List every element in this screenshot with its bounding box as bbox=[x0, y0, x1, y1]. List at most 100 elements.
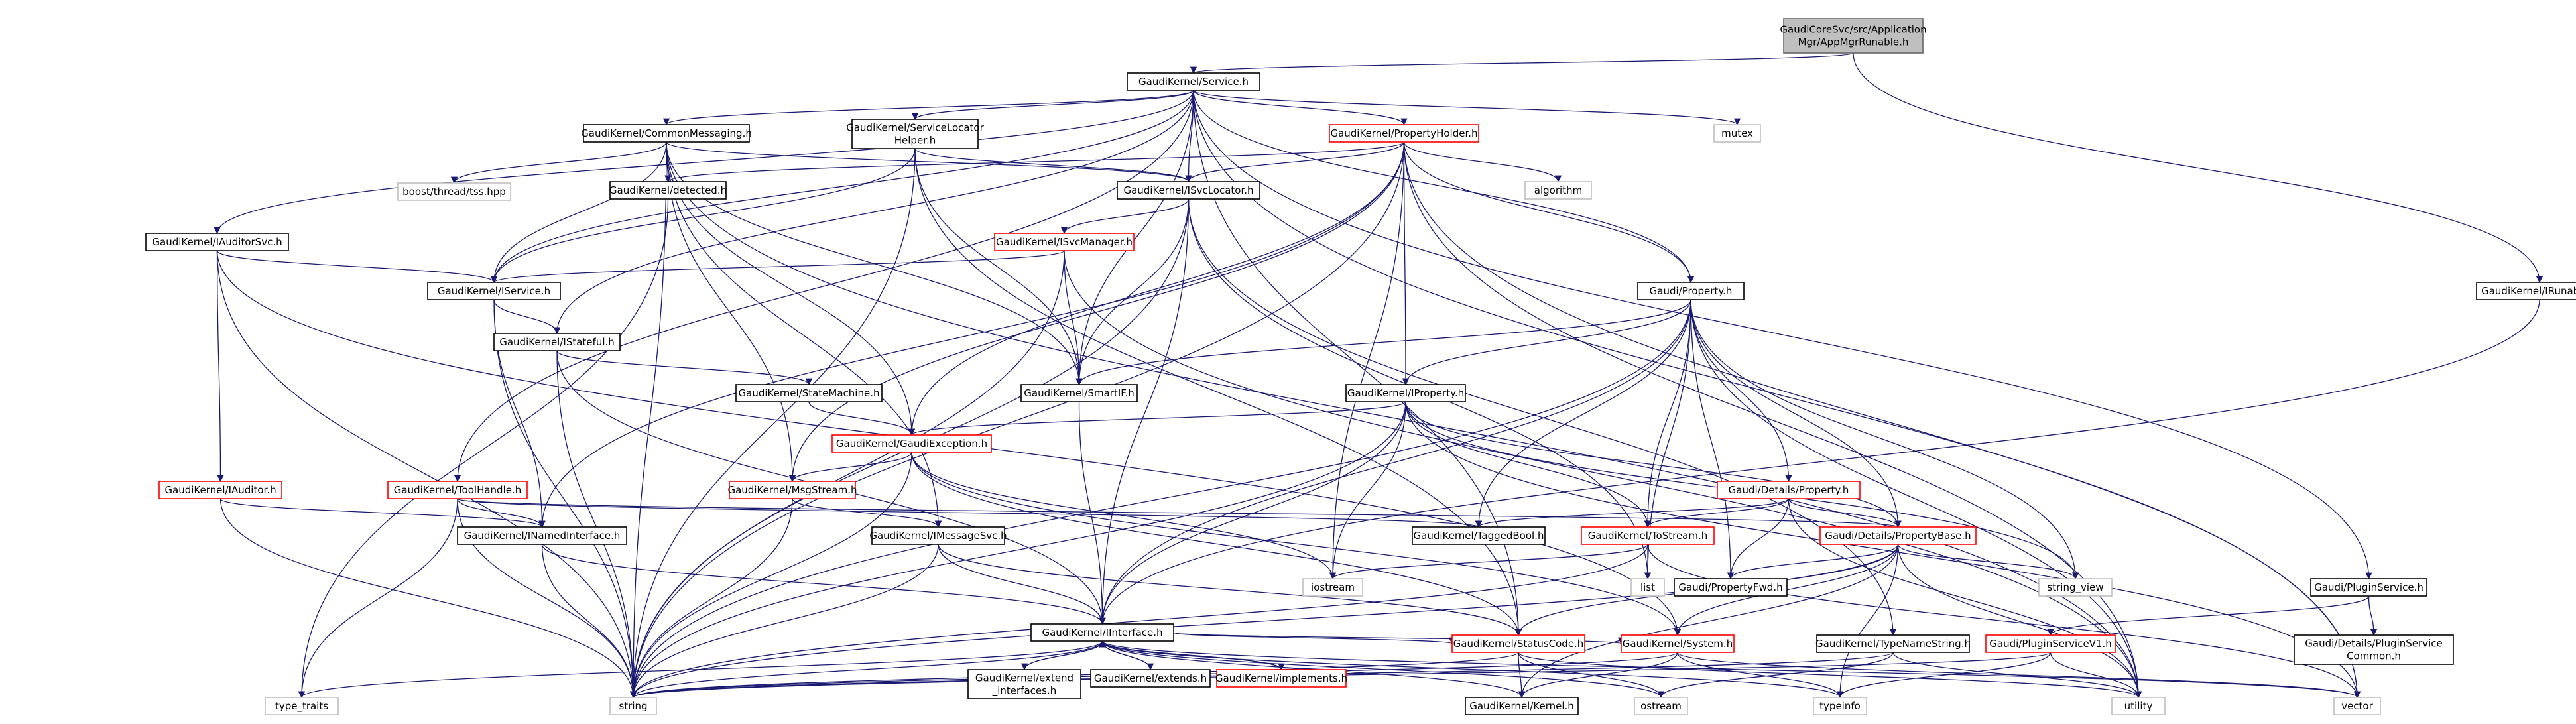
node-smartif[interactable]: GaudiKernel/SmartIF.h bbox=[1020, 384, 1138, 402]
node-pluginservicev1[interactable]: Gaudi/PluginServiceV1.h bbox=[1985, 634, 2116, 653]
edge-istateful-to-string bbox=[556, 350, 637, 699]
node-implements[interactable]: GaudiKernel/implements.h bbox=[1215, 669, 1347, 688]
node-detprop[interactable]: Gaudi/Details/Property.h bbox=[1717, 481, 1861, 499]
node-iservice[interactable]: GaudiKernel/IService.h bbox=[427, 282, 561, 300]
node-box bbox=[1020, 384, 1138, 402]
node-irunable[interactable]: GaudiKernel/IRunable.h bbox=[2476, 282, 2576, 300]
node-iostream[interactable]: iostream bbox=[1302, 578, 1363, 597]
edge-iproperty-to-propbase bbox=[1405, 401, 1902, 528]
node-statemachine[interactable]: GaudiKernel/StateMachine.h bbox=[735, 384, 883, 402]
node-kernel[interactable]: GaudiKernel/Kernel.h bbox=[1465, 697, 1579, 715]
node-detected[interactable]: GaudiKernel/detected.h bbox=[609, 181, 727, 200]
node-statuscode[interactable]: GaudiKernel/StatusCode.h bbox=[1451, 634, 1585, 653]
edge-system-to-vector bbox=[1677, 652, 2361, 699]
node-box bbox=[1030, 623, 1174, 642]
node-extendinterfaces[interactable]: GaudiKernel/extend_interfaces.h bbox=[967, 669, 1081, 699]
edge-property-to-string bbox=[629, 299, 1691, 699]
edge-service-to-istateful bbox=[553, 90, 1194, 335]
node-iauditorsvc[interactable]: GaudiKernel/IAuditorSvc.h bbox=[145, 233, 289, 251]
node-label: list bbox=[1640, 581, 1655, 593]
node-msgstream[interactable]: GaudiKernel/MsgStream.h bbox=[727, 481, 857, 499]
edge-isvcmanager-to-iservice bbox=[491, 250, 1065, 284]
node-box bbox=[457, 526, 627, 545]
node-label: GaudiKernel/detected.h bbox=[609, 184, 727, 196]
node-label: Gaudi/PluginServiceV1.h bbox=[1989, 638, 2112, 650]
node-commonmsg[interactable]: GaudiKernel/CommonMessaging.h bbox=[581, 124, 752, 143]
node-box bbox=[967, 669, 1081, 699]
node-label: GaudiKernel/SmartIF.h bbox=[1024, 387, 1134, 399]
node-box bbox=[583, 124, 750, 143]
node-imessagesvc[interactable]: GaudiKernel/IMessageSvc.h bbox=[869, 526, 1007, 545]
node-label: GaudiKernel/TypeNameString.h bbox=[1815, 638, 1971, 650]
node-ostream[interactable]: ostream bbox=[1634, 697, 1688, 715]
node-toolhandle[interactable]: GaudiKernel/ToolHandle.h bbox=[387, 481, 528, 499]
edge-detprop-to-taggedbool bbox=[1475, 498, 1790, 528]
node-pluginservice[interactable]: Gaudi/PluginService.h bbox=[2310, 578, 2427, 597]
edge-smartif-to-iinterface bbox=[1078, 401, 1106, 625]
node-root[interactable]: GaudiCoreSvc/src/ApplicationMgr/AppMgrRu… bbox=[1780, 18, 1927, 54]
node-vector[interactable]: vector bbox=[2333, 697, 2381, 715]
node-extends[interactable]: GaudiKernel/extends.h bbox=[1090, 669, 1211, 688]
node-label: Gaudi/Property.h bbox=[1650, 285, 1733, 297]
edge-propholder-to-vector bbox=[1403, 141, 2361, 699]
node-label: GaudiCoreSvc/src/Application bbox=[1780, 24, 1926, 36]
node-iauditor[interactable]: GaudiKernel/IAuditor.h bbox=[158, 481, 282, 499]
node-label: type_traits bbox=[275, 700, 328, 713]
node-label: Gaudi/Details/PropertyBase.h bbox=[1825, 530, 1971, 542]
edge-iproperty-to-vector bbox=[1405, 401, 2361, 699]
node-stringview[interactable]: string_view bbox=[2038, 578, 2113, 597]
edge-toolhandle-to-propbase bbox=[457, 498, 1901, 528]
node-list[interactable]: list bbox=[1630, 578, 1665, 597]
node-label: mutex bbox=[1721, 127, 1753, 139]
node-gaudiexception[interactable]: GaudiKernel/GaudiException.h bbox=[831, 434, 992, 453]
node-iinterface[interactable]: GaudiKernel/IInterface.h bbox=[1030, 623, 1174, 642]
edge-pluginservice-to-pluginservicev1 bbox=[2047, 595, 2370, 636]
node-label: GaudiKernel/PropertyHolder.h bbox=[1330, 127, 1477, 139]
node-isvclocator[interactable]: GaudiKernel/ISvcLocator.h bbox=[1117, 181, 1260, 200]
edge-statuscode-to-ostream bbox=[1518, 652, 1665, 699]
node-box bbox=[1819, 526, 1977, 545]
edge-iservice-to-string bbox=[493, 299, 637, 699]
node-taggedbool[interactable]: GaudiKernel/TaggedBool.h bbox=[1412, 526, 1546, 545]
node-label: vector bbox=[2341, 700, 2373, 712]
node-box bbox=[871, 526, 1005, 545]
edge-msgstream-to-imessagesvc bbox=[792, 498, 942, 528]
node-propholder[interactable]: GaudiKernel/PropertyHolder.h bbox=[1329, 124, 1479, 143]
edge-property-to-iproperty bbox=[1402, 299, 1691, 386]
node-propfwd[interactable]: Gaudi/PropertyFwd.h bbox=[1674, 578, 1788, 597]
node-propbase[interactable]: Gaudi/Details/PropertyBase.h bbox=[1819, 526, 1977, 545]
node-typetraits[interactable]: type_traits bbox=[265, 697, 339, 715]
node-property[interactable]: Gaudi/Property.h bbox=[1637, 282, 1745, 300]
node-tostream[interactable]: GaudiKernel/ToStream.h bbox=[1581, 526, 1715, 545]
node-typeinfo[interactable]: typeinfo bbox=[1813, 697, 1867, 715]
node-service[interactable]: GaudiKernel/Service.h bbox=[1127, 72, 1260, 91]
node-box bbox=[1465, 697, 1579, 715]
node-iproperty[interactable]: GaudiKernel/IProperty.h bbox=[1345, 384, 1466, 402]
nodes-layer: GaudiCoreSvc/src/ApplicationMgr/AppMgrRu… bbox=[145, 18, 2576, 715]
node-mutex[interactable]: mutex bbox=[1713, 124, 1761, 143]
edge-iauditor-to-inamed bbox=[219, 498, 546, 528]
node-istateful[interactable]: GaudiKernel/IStateful.h bbox=[493, 333, 621, 351]
node-string[interactable]: string bbox=[609, 697, 657, 715]
edge-property-to-propfwd bbox=[1690, 299, 1735, 580]
node-system[interactable]: GaudiKernel/System.h bbox=[1621, 634, 1735, 653]
node-utility[interactable]: utility bbox=[2111, 697, 2166, 715]
node-algorithm[interactable]: algorithm bbox=[1524, 181, 1592, 200]
node-typenamestring[interactable]: GaudiKernel/TypeNameString.h bbox=[1815, 634, 1971, 653]
edge-iinterface-to-vector bbox=[1101, 640, 2361, 699]
node-label: GaudiKernel/IInterface.h bbox=[1042, 627, 1162, 638]
node-isvcmanager[interactable]: GaudiKernel/ISvcManager.h bbox=[994, 233, 1135, 251]
node-box bbox=[2111, 697, 2166, 715]
node-box bbox=[493, 333, 621, 351]
node-box bbox=[851, 119, 979, 149]
edge-propbase-to-stringview bbox=[1897, 544, 2079, 580]
node-label: GaudiKernel/Kernel.h bbox=[1469, 700, 1574, 712]
node-inamed[interactable]: GaudiKernel/INamedInterface.h bbox=[457, 526, 627, 545]
node-label: GaudiKernel/GaudiException.h bbox=[836, 438, 987, 450]
node-box bbox=[1329, 124, 1479, 143]
edge-imessagesvc-to-iinterface bbox=[938, 544, 1106, 625]
node-boost[interactable]: boost/thread/tss.hpp bbox=[397, 182, 511, 201]
